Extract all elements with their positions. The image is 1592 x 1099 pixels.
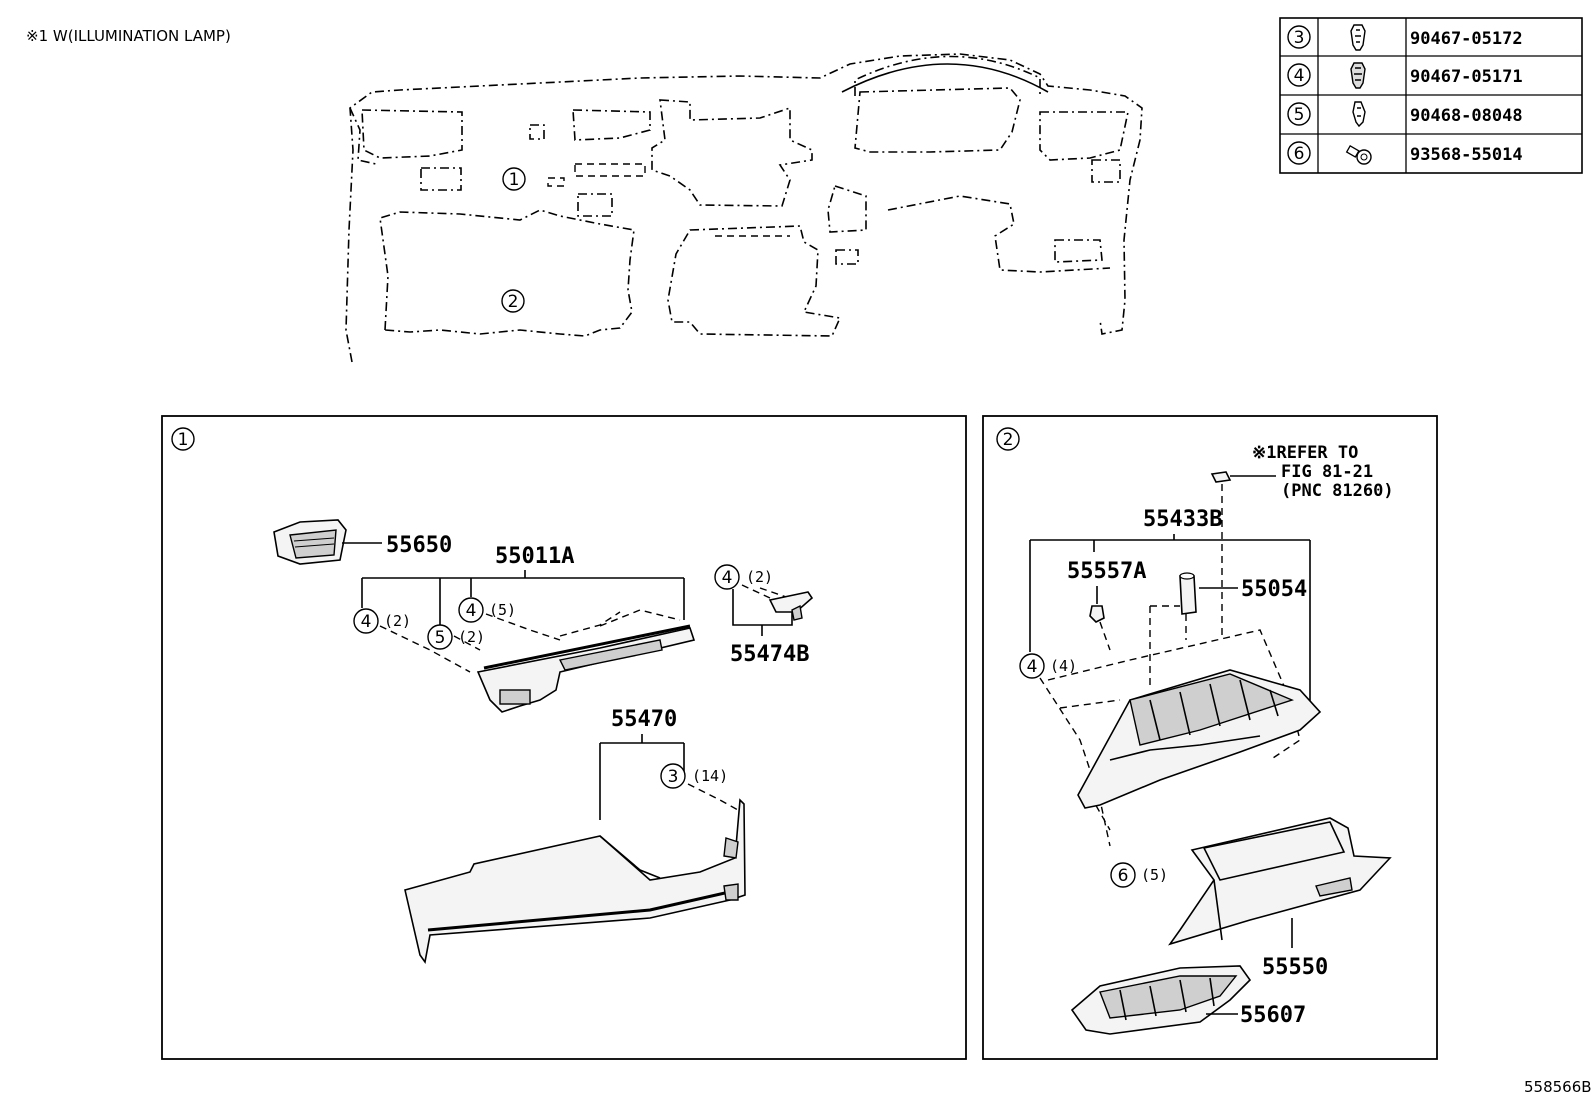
panel-2-callout-qty: (4) [1050, 657, 1077, 675]
fastener-table: 3 90467-05172 4 90467-05171 5 90468-0804… [1279, 17, 1583, 174]
panel-1-id: 1 [178, 430, 189, 450]
illumination-lamp-note: ※1 W(ILLUMINATION LAMP) [26, 27, 231, 45]
panel-2-id: 2 [1003, 430, 1014, 450]
glovebox-door-part [1167, 817, 1392, 946]
clip-part [1089, 605, 1105, 623]
fastener-ref: 5 [1294, 105, 1305, 125]
part-label-55433B: 55433B [1143, 507, 1222, 532]
part-label-55550: 55550 [1262, 955, 1328, 980]
panel-1-callout-qty: (14) [692, 767, 728, 785]
fastener-row: 5 90468-08048 [1287, 101, 1523, 128]
panel-1-callout-ref: 4 [722, 568, 733, 588]
clip-icon [1350, 24, 1366, 51]
part-label-55470: 55470 [611, 707, 677, 732]
clip-icon [1352, 101, 1366, 128]
damper-part [1179, 572, 1197, 615]
lower-trim-part [404, 798, 746, 964]
panel-2-callout-ref: 6 [1118, 866, 1129, 886]
panel-1-callout-qty: (2) [746, 568, 773, 586]
refer-note-line2: FIG 81-21 [1281, 462, 1373, 482]
detail-panel-1: 1 55650 55011A 4 (2) 5 (2) 4 (5) [161, 415, 967, 1060]
refer-note-line3: (PNC 81260) [1281, 481, 1394, 501]
overview-callout-1: 1 [509, 170, 520, 190]
dashboard-overview: 1 2 [345, 53, 1143, 363]
glovebox-frame-part [1077, 669, 1322, 809]
fastener-part-number: 90467-05172 [1410, 29, 1523, 49]
fastener-part-number: 90468-08048 [1410, 106, 1523, 126]
fastener-ref: 6 [1294, 144, 1305, 164]
panel-1-callout-ref: 3 [668, 767, 679, 787]
part-label-55011A: 55011A [495, 544, 574, 569]
illumination-lamp-part [1210, 471, 1232, 483]
panel-2-callout-qty: (5) [1141, 866, 1168, 884]
diagram-id: 558566B [1524, 1078, 1592, 1096]
panel-2-callout-ref: 4 [1027, 657, 1038, 677]
fastener-row: 4 90467-05171 [1287, 62, 1523, 89]
fastener-ref: 4 [1294, 66, 1305, 86]
part-label-55474B: 55474B [730, 642, 809, 667]
panel-1-callout-qty: (2) [458, 628, 485, 646]
part-label-55607: 55607 [1240, 1003, 1306, 1028]
panel-1-callout-ref: 4 [361, 612, 372, 632]
panel-1-callout-qty: (2) [384, 612, 411, 630]
fastener-part-number: 93568-55014 [1410, 145, 1523, 165]
bracket-part [768, 591, 814, 621]
panel-1-callout-qty: (5) [489, 601, 516, 619]
overview-callout-2: 2 [508, 292, 519, 312]
panel-1-callout-ref: 5 [435, 628, 446, 648]
refer-note-line1: ※1REFER TO [1252, 443, 1358, 463]
clip-icon [1350, 62, 1366, 89]
part-label-55054: 55054 [1241, 577, 1307, 602]
lower-panel-part [1070, 965, 1252, 1035]
garnish-part [476, 624, 696, 713]
fastener-row: 3 90467-05172 [1287, 24, 1523, 51]
screw-icon [1345, 145, 1372, 165]
air-vent-part [273, 519, 347, 565]
part-label-55650: 55650 [386, 533, 452, 558]
part-label-55557A: 55557A [1067, 559, 1146, 584]
panel-1-callout-ref: 4 [466, 601, 477, 621]
detail-panel-2: 2 ※1REFER TO FIG 81-21 (PNC 81260) 55433… [982, 415, 1438, 1060]
fastener-ref: 3 [1294, 28, 1305, 48]
fastener-part-number: 90467-05171 [1410, 67, 1523, 87]
fastener-row: 6 93568-55014 [1287, 141, 1523, 165]
